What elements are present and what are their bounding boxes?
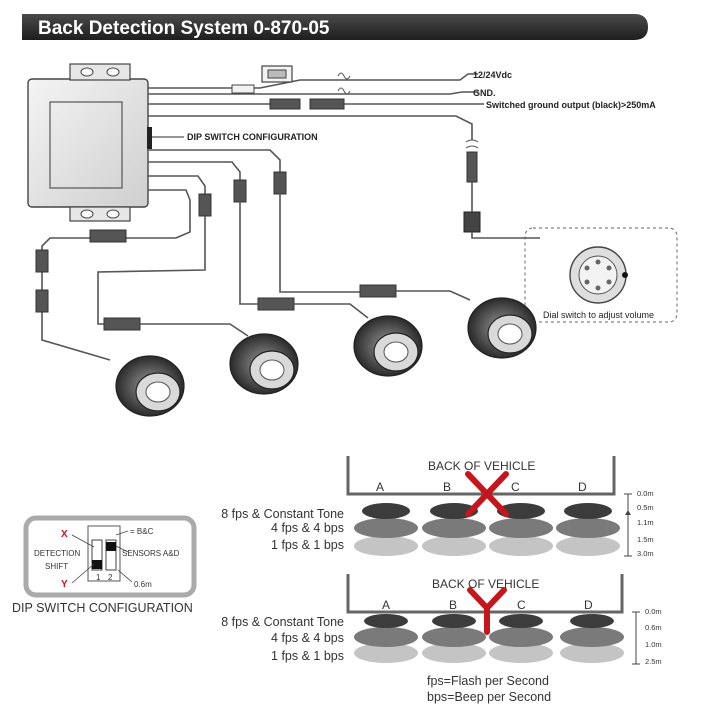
volume-dial-box: Dial switch to adjust volume [524,227,678,323]
legend-fps: fps=Flash per Second [427,674,549,688]
connector [35,289,49,313]
distance-label: 2.5m [645,657,662,666]
distance-label: 1.0m [645,640,662,649]
distance-label: 0.0m [637,489,654,498]
distance-label: 1.5m [637,535,654,544]
distance-label: 0.6m [645,623,662,632]
ground-connector [231,84,255,94]
detection-label: DETECTION [34,549,80,558]
column-b-label: B [443,480,451,494]
power-label: 12/24Vdc [473,70,512,80]
zone-diagram-1: BACK OF VEHICLE A B C D 0.0m 0.5m 1.1m 1… [346,456,654,558]
connector [35,249,49,273]
legend-bps: bps=Beep per Second [427,690,551,704]
sensor-c [353,315,423,377]
control-module [27,63,152,222]
zone-ovals [354,614,624,663]
dip-switch-pointer-label: DIP SWITCH CONFIGURATION [187,132,318,142]
switch-1-label: 1 [96,573,101,582]
fuse-holder [261,65,293,83]
switched-output-label: Switched ground output (black)>250mA [486,100,656,110]
connector [233,179,247,203]
zone-ovals [354,503,620,556]
connector [359,284,397,298]
level-label-1: 8 fps & Constant Tone [221,507,344,521]
distance-label: 1.1m [637,518,654,527]
back-of-vehicle-label: BACK OF VEHICLE [432,577,539,591]
connector [309,98,345,110]
column-c-label: C [511,480,520,494]
level-label-2: 4 fps & 4 bps [271,521,344,535]
zone-diagram-2: BACK OF VEHICLE A B C D 0.0m 0.6m 1.0m 2… [346,574,662,666]
dial-label: Dial switch to adjust volume [543,310,654,320]
page-title: Back Detection System 0-870-05 [38,18,330,39]
switch-2-label: 2 [108,573,113,582]
connector [273,171,287,195]
connector [257,297,295,311]
level-label-3: 1 fps & 1 bps [271,649,344,663]
sensor-d [467,297,537,359]
y-mark: Y [61,579,68,590]
connector [89,229,127,243]
connector [103,317,141,331]
level-label-1: 8 fps & Constant Tone [221,615,344,629]
sensor-b [229,333,299,395]
level-label-2: 4 fps & 4 bps [271,631,344,645]
sensor-a [115,355,185,417]
connector [466,151,478,183]
column-a-label: A [382,598,390,612]
column-b-label: B [449,598,457,612]
column-d-label: D [584,598,593,612]
dip-switch-box: X Y DETECTION SHIFT 1 2 = B&C SENSORS A&… [23,515,197,598]
connector [463,211,481,233]
connector [269,98,301,110]
x-mark: X [61,529,68,540]
column-d-label: D [578,480,587,494]
distance-label: 0.0m [645,607,662,616]
level-label-3: 1 fps & 1 bps [271,538,344,552]
connector [198,193,212,217]
ground-label: GND. [473,88,496,98]
back-of-vehicle-label: BACK OF VEHICLE [428,459,535,473]
red-y-mark [467,587,507,635]
dip-distance-label: 0.6m [134,580,152,589]
title-bar: Back Detection System 0-870-05 [22,14,648,40]
distance-label: 0.5m [637,503,654,512]
sensors-ad-label: SENSORS A&D [122,549,180,558]
distance-label: 3.0m [637,549,654,558]
column-c-label: C [517,598,526,612]
red-x-mark [465,471,509,517]
column-a-label: A [376,480,384,494]
dip-switch-caption: DIP SWITCH CONFIGURATION [12,601,193,615]
bc-label: = B&C [130,527,154,536]
shift-label: SHIFT [45,562,68,571]
